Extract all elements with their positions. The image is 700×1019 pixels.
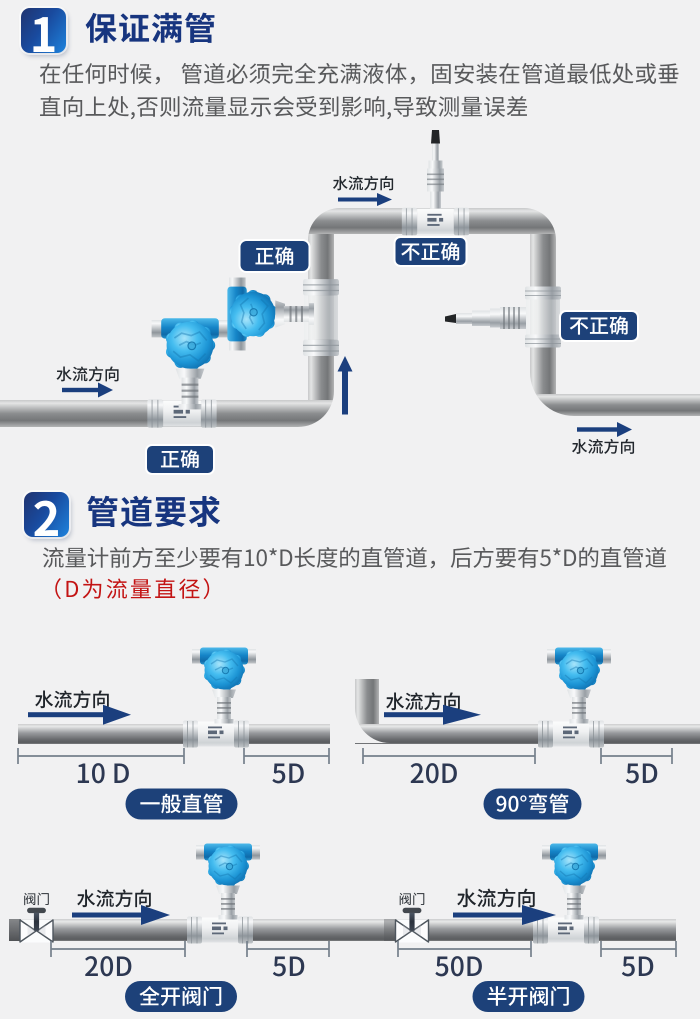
svg-text:5D: 5D (272, 752, 306, 791)
svg-text:全开阀门: 全开阀门 (139, 981, 223, 1011)
svg-text:10 D: 10 D (76, 752, 131, 791)
svg-text:半开阀门: 半开阀门 (487, 981, 571, 1011)
svg-text:正确: 正确 (255, 241, 295, 270)
svg-text:水流方向: 水流方向 (56, 361, 120, 385)
svg-text:20D: 20D (84, 945, 133, 984)
svg-text:90°弯管: 90°弯管 (495, 789, 569, 819)
svg-text:一般直管: 一般直管 (140, 789, 224, 819)
svg-text:正确: 正确 (160, 444, 200, 473)
svg-text:不正确: 不正确 (569, 310, 629, 339)
svg-text:水流方向: 水流方向 (76, 885, 152, 912)
svg-text:20D: 20D (410, 752, 459, 791)
svg-text:5D: 5D (621, 945, 655, 984)
svg-text:水流方向: 水流方向 (34, 686, 110, 713)
svg-text:5D: 5D (272, 945, 306, 984)
svg-text:水流方向: 水流方向 (332, 172, 394, 194)
svg-text:水流方向: 水流方向 (571, 434, 635, 458)
svg-text:50D: 50D (435, 945, 484, 984)
svg-text:5D: 5D (625, 752, 659, 791)
svg-text:不正确: 不正确 (401, 236, 461, 265)
